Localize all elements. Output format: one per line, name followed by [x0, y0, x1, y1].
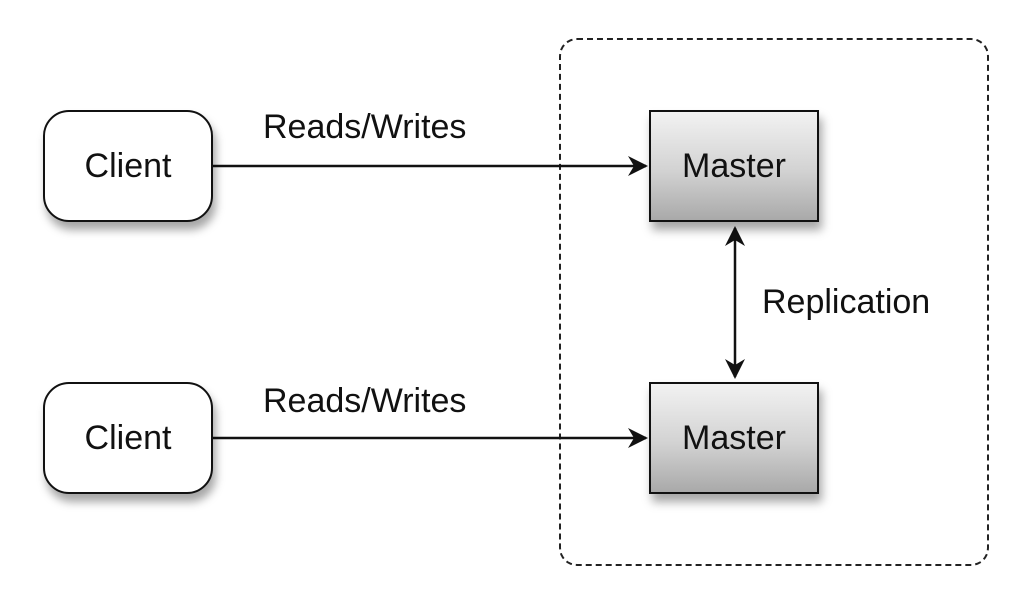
client-node-top-label: Client: [84, 146, 172, 185]
master-cluster-boundary: [559, 38, 989, 566]
client-node-bottom-label: Client: [84, 418, 172, 457]
replication-label: Replication: [762, 283, 931, 321]
master-node-bottom-label: Master: [682, 418, 786, 457]
master-node-bottom: Master: [649, 382, 819, 494]
master-node-top-label: Master: [682, 146, 786, 185]
master-node-top: Master: [649, 110, 819, 222]
client-node-bottom: Client: [43, 382, 213, 494]
top-edge-label: Reads/Writes: [263, 108, 467, 146]
client-node-top: Client: [43, 110, 213, 222]
bottom-edge-label: Reads/Writes: [263, 382, 467, 420]
